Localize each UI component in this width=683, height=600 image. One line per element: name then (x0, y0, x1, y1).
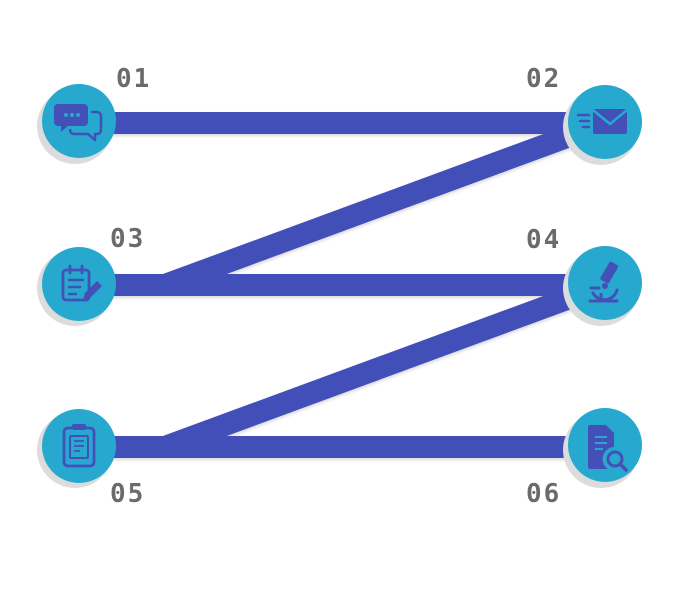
step-02: 02 (526, 64, 642, 165)
step-02-number: 02 (526, 64, 561, 94)
connector-04-05 (161, 274, 609, 458)
step-05: 05 (37, 409, 145, 509)
step-06: 06 (526, 408, 642, 509)
step-03: 03 (37, 224, 145, 326)
step-03-number: 03 (110, 224, 145, 254)
step-01-number: 01 (116, 64, 151, 94)
step-01: 01 (37, 64, 151, 164)
step-04: 04 (526, 225, 642, 326)
microscope-icon (588, 261, 619, 303)
clipboard-document-icon (62, 424, 96, 468)
mail-icon (576, 109, 628, 134)
step-03-circle (42, 247, 116, 321)
step-05-number: 05 (110, 479, 145, 509)
clipboard-edit-icon (61, 264, 102, 302)
step-04-number: 04 (526, 225, 561, 255)
step-06-number: 06 (526, 479, 561, 509)
chat-bubbles-icon (54, 104, 103, 142)
connector-02-03 (161, 112, 609, 296)
document-search-icon (588, 425, 628, 472)
connector-lines (80, 112, 609, 458)
